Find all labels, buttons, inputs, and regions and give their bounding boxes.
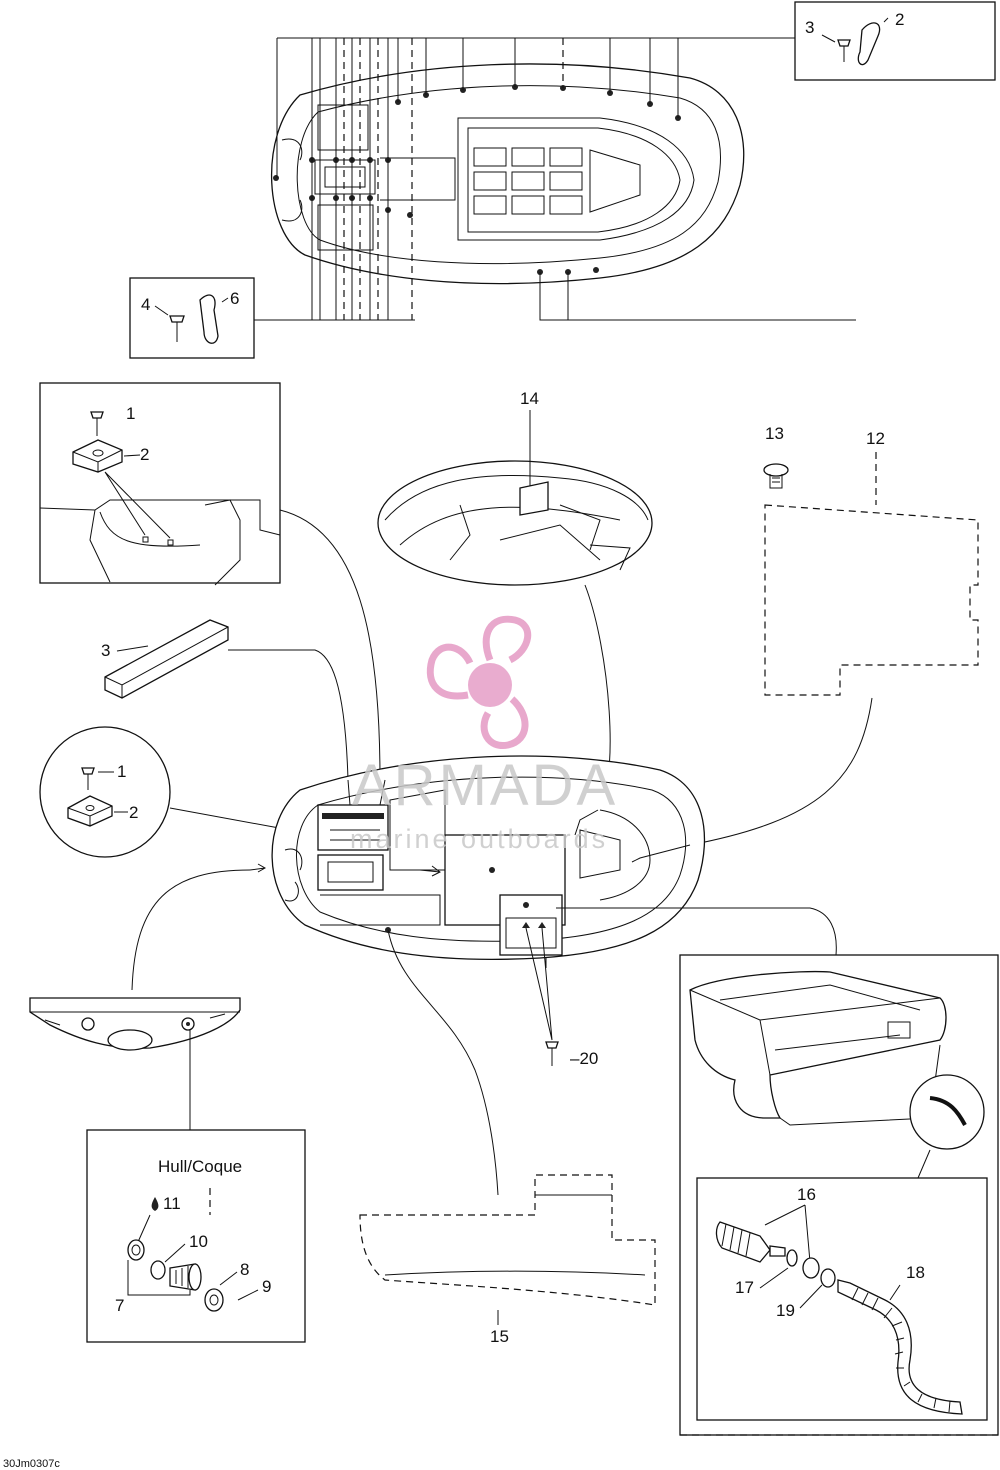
liner-detail: 13 12: [689, 424, 979, 846]
callout-clip-2: 2: [895, 10, 904, 29]
callout-assembly-7: 7: [115, 1296, 124, 1315]
callout-screw-3: 3: [805, 18, 814, 37]
callout-foam-strip-3: 3: [101, 641, 110, 660]
clip-detail-box-left: 4 6: [129, 277, 255, 359]
drain-detail-box: Hull/Coque 11 10 8 9 7: [86, 1129, 306, 1343]
callout-clip-6: 6: [230, 289, 239, 308]
hull-label: Hull/Coque: [158, 1157, 242, 1176]
watermark: ARMADA marine outboards: [350, 615, 618, 854]
callout-round-pad-2: 2: [129, 803, 138, 822]
deck-grid: [473, 147, 641, 215]
callout-fastener-20: –20: [570, 1049, 598, 1068]
callout-hose-18: 18: [906, 1263, 925, 1282]
propeller-logo-icon: [426, 615, 532, 749]
callout-pad-2: 2: [140, 445, 149, 464]
callout-floor-panel-15: 15: [490, 1327, 509, 1346]
callout-gasket-17: 17: [735, 1278, 754, 1297]
watermark-brand: ARMADA: [352, 753, 618, 818]
hull-center-view: [249, 755, 837, 960]
callout-seat-panel-14: 14: [520, 389, 539, 408]
callout-round-screw-1: 1: [117, 762, 126, 781]
hull-top-view: [254, 37, 856, 321]
figure-id: 30Jm0307c: [3, 1458, 60, 1470]
pad-round-detail: 1 2: [39, 726, 291, 858]
callout-sealant-11: 11: [163, 1194, 181, 1213]
callout-screw-1: 1: [126, 404, 135, 423]
foam-strip: 3: [101, 619, 349, 781]
floor-panel-detail: 15: [359, 929, 656, 1346]
foam-detail-box: 1 2: [39, 382, 381, 781]
hull-section-left: [29, 869, 251, 1130]
callout-plug-8: 8: [240, 1260, 249, 1279]
callout-nut-19: 19: [776, 1301, 795, 1320]
callout-hose-fittings-16: 16: [797, 1185, 816, 1204]
droplet-icon: [151, 1197, 159, 1211]
callout-screw-9: 9: [262, 1277, 271, 1296]
callout-screw-4: 4: [141, 295, 150, 314]
watermark-tagline: marine outboards: [350, 824, 608, 854]
tank-detail-box: 16 17 19 18: [679, 954, 999, 1436]
callout-rivet-13: 13: [765, 424, 784, 443]
clip-detail-box-top: 3 2: [794, 1, 996, 81]
callout-liner-12: 12: [866, 429, 885, 448]
fastener-20: –20: [525, 927, 598, 1068]
seat-panel-detail: 14: [377, 389, 653, 811]
callout-gasket-10: 10: [189, 1232, 208, 1251]
